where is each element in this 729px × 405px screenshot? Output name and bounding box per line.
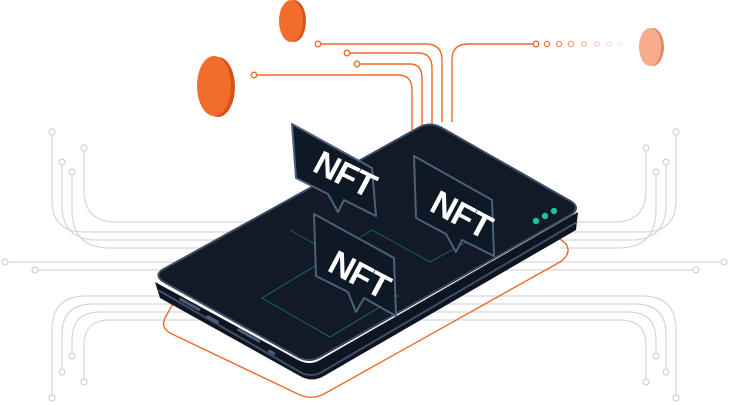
status-led-icon <box>532 207 558 225</box>
orange-device-outline <box>162 231 569 398</box>
circuit-lines-left <box>1 128 260 402</box>
coin-icon <box>197 56 235 117</box>
orange-circuit-top <box>250 40 623 130</box>
nft-badge-icon: NFT <box>313 213 397 317</box>
coin-icon <box>279 0 306 42</box>
coin-icon <box>639 28 664 66</box>
